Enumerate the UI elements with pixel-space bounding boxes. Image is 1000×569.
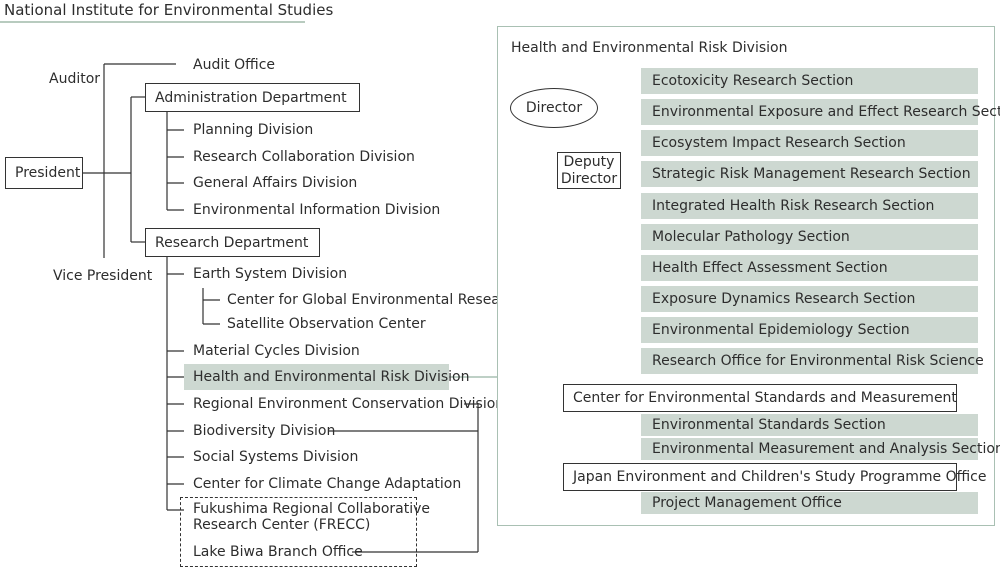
section-project-management: Project Management Office (641, 492, 978, 514)
section-environmental-standards: Environmental Standards Section (641, 414, 978, 436)
section-epidemiology: Environmental Epidemiology Section (641, 317, 978, 343)
section-exposure-effect: Environmental Exposure and Effect Resear… (641, 99, 1000, 125)
section-ecotoxicity: Ecotoxicity Research Section (641, 68, 978, 94)
page-title: National Institute for Environmental Stu… (4, 1, 334, 19)
regional-offices-dashed-group (180, 497, 417, 567)
standards-center-box: Center for Environmental Standards and M… (563, 384, 957, 412)
planning-division: Planning Division (193, 122, 314, 138)
satellite-observation-center: Satellite Observation Center (227, 316, 426, 332)
section-strategic-risk: Strategic Risk Management Research Secti… (641, 161, 978, 187)
section-measurement-analysis: Environmental Measurement and Analysis S… (641, 438, 1000, 460)
section-molecular-pathology: Molecular Pathology Section (641, 224, 978, 250)
material-cycles-division: Material Cycles Division (193, 343, 360, 359)
deputy-director-line2: Director (560, 170, 618, 187)
general-affairs-division: General Affairs Division (193, 175, 358, 191)
section-exposure-dynamics: Exposure Dynamics Research Section (641, 286, 978, 312)
biodiversity-division: Biodiversity Division (193, 423, 336, 439)
global-environmental-research-center: Center for Global Environmental Research (227, 292, 522, 308)
vice-president-label: Vice President (53, 268, 153, 284)
fukushima-center-line2: Research Center (FRECC) (193, 517, 371, 533)
environmental-information-division: Environmental Information Division (193, 202, 441, 218)
research-collaboration-division: Research Collaboration Division (193, 149, 415, 165)
section-ecosystem-impact: Ecosystem Impact Research Section (641, 130, 978, 156)
fukushima-center-line1: Fukushima Regional Collaborative (193, 501, 431, 517)
risk-panel-title: Health and Environmental Risk Division (511, 40, 788, 56)
section-integrated-health-risk: Integrated Health Risk Research Section (641, 193, 978, 219)
section-risk-science-office: Research Office for Environmental Risk S… (641, 348, 984, 374)
health-risk-division-highlight: Health and Environmental Risk Division (184, 364, 469, 390)
climate-change-adaptation-center: Center for Climate Change Adaptation (193, 476, 462, 492)
deputy-director-box: Deputy Director (557, 152, 621, 189)
administration-department-box: Administration Department (145, 83, 360, 112)
audit-office-label: Audit Office (193, 57, 276, 73)
lake-biwa-branch-office: Lake Biwa Branch Office (193, 544, 363, 560)
social-systems-division: Social Systems Division (193, 449, 359, 465)
regional-environment-conservation-division: Regional Environment Conservation Divisi… (193, 396, 505, 412)
section-health-effect: Health Effect Assessment Section (641, 255, 978, 281)
deputy-director-line1: Deputy (563, 154, 615, 171)
research-department-box: Research Department (145, 228, 320, 257)
title-underline (0, 21, 305, 23)
earth-system-division: Earth System Division (193, 266, 348, 282)
jecs-office-box: Japan Environment and Children's Study P… (563, 463, 986, 491)
auditor-label: Auditor (49, 71, 101, 87)
president-box: President (5, 157, 83, 189)
director-ellipse: Director (510, 88, 598, 128)
